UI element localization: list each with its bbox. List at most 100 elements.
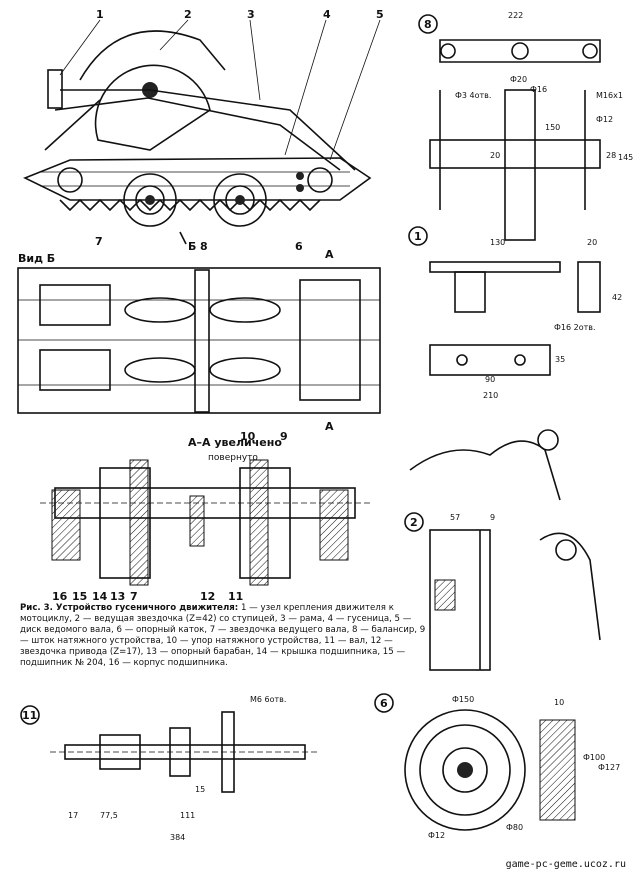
dim-111: 111 <box>180 811 195 820</box>
dim-17: 17 <box>68 811 78 820</box>
section-aa: А–А увеличено повернуто 16 15 14 13 7 12… <box>40 436 370 603</box>
caption-title: Рис. 3. Устройство гусеничного движителя… <box>20 603 239 613</box>
drum <box>99 467 151 579</box>
detail-8-marker <box>418 14 438 34</box>
callout-14: 14 <box>92 590 108 603</box>
mount-block <box>454 271 486 313</box>
dim-77-5: 77,5 <box>100 811 118 820</box>
detail-1: 1 130 20 42 Ф16 2отв. 35 90 210 <box>408 226 622 400</box>
road-wheel-1-hub <box>135 185 165 215</box>
drive-sprocket <box>94 64 211 151</box>
detail-2: 2 57 9 <box>404 512 495 671</box>
callout-1: 1 <box>96 8 104 21</box>
front-disc-hole-2 <box>296 184 304 192</box>
callout-12: 12 <box>200 590 215 603</box>
track-teeth <box>59 198 321 212</box>
detail-6-marker <box>374 693 394 713</box>
sprocket-hub-hatch <box>434 579 456 611</box>
frame-top <box>60 89 356 171</box>
section-subtitle: повернуто <box>208 453 258 463</box>
road-wheel-1-center <box>145 195 155 205</box>
dim-35: 35 <box>555 355 565 364</box>
callout-11: 11 <box>228 590 243 603</box>
plan-balancer <box>194 269 210 413</box>
leader-5 <box>329 19 381 161</box>
arrow-b <box>179 231 187 245</box>
balancer-hole <box>440 43 456 59</box>
road-wheel-2-center <box>235 195 245 205</box>
dim-f12: Ф12 <box>428 831 445 840</box>
dim-f150: Ф150 <box>452 695 474 704</box>
drive-sprocket-section <box>189 495 205 547</box>
balancer-hole-2 <box>511 42 529 60</box>
rider-head <box>537 429 559 451</box>
detail-2-marker <box>404 512 424 532</box>
dim-145: 145 <box>618 153 633 162</box>
wheel-hub <box>442 747 488 793</box>
caption-text: 1 — узел крепления движителя к мотоциклу… <box>20 603 426 668</box>
dim-m16: М16х1 <box>596 91 623 100</box>
dim-20-b: 20 <box>587 238 597 247</box>
detail-1-marker <box>408 226 428 246</box>
mount-unit <box>47 69 63 109</box>
dim-57: 57 <box>450 513 460 522</box>
dim-f12: Ф12 <box>596 115 613 124</box>
view-b-title: Вид Б <box>18 252 55 265</box>
rear-disc <box>57 167 83 193</box>
dim-150: 150 <box>545 123 560 132</box>
dim-10: 10 <box>554 698 564 707</box>
rider-sketch <box>409 429 601 641</box>
leader-3 <box>249 19 261 101</box>
dim-28: 28 <box>606 151 616 160</box>
callout-4: 4 <box>323 8 331 21</box>
dim-f3: Ф3 4отв. <box>455 91 491 100</box>
dim-20: 20 <box>490 151 500 160</box>
strip-hole <box>456 354 468 366</box>
leader-1 <box>59 19 101 76</box>
dim-f16-2: Ф16 2отв. <box>554 323 596 332</box>
rider-sketch-outline <box>409 440 561 501</box>
plan-wheel-2 <box>124 357 196 383</box>
wheel-section <box>539 719 576 821</box>
detail-11: 11 М6 6отв. 77,5 111 17 384 15 <box>20 695 320 842</box>
callout-9: 9 <box>280 430 288 443</box>
front-disc-hole <box>296 172 304 180</box>
plan-block-2 <box>39 349 111 391</box>
balancer-axle <box>504 89 536 241</box>
dim-42: 42 <box>612 293 622 302</box>
frame-strut <box>44 99 101 151</box>
road-wheel-2-hub <box>225 185 255 215</box>
mount-plate <box>429 261 561 273</box>
track-outline <box>23 157 372 201</box>
balancer-beam <box>429 139 601 169</box>
front-disc <box>307 167 333 193</box>
arrow-b-label: Б <box>188 240 196 253</box>
dim-384: 384 <box>170 833 185 842</box>
sprocket-section-2 <box>249 459 269 586</box>
wheel-center <box>457 762 473 778</box>
callout-7-section: 7 <box>130 590 138 603</box>
mount-side <box>577 261 601 313</box>
detail-11-marker <box>20 705 40 725</box>
dim-90: 90 <box>485 375 495 384</box>
rider-sketch-outline-2 <box>539 532 601 641</box>
section-title: А–А увеличено <box>188 436 282 449</box>
dim-222: 222 <box>508 11 523 20</box>
section-a-top: А <box>325 248 334 261</box>
detail-1-number: 1 <box>414 230 422 243</box>
callout-3: 3 <box>247 8 255 21</box>
rider-head-2 <box>555 539 577 561</box>
chain <box>79 30 226 81</box>
frame-top-2 <box>54 97 341 171</box>
side-view: 1 2 3 4 5 7 6 Б <box>23 8 384 253</box>
callout-2: 2 <box>184 8 192 21</box>
dim-f80: Ф80 <box>506 823 523 832</box>
section-a-bottom: А <box>325 420 334 433</box>
balancer-part <box>439 39 601 63</box>
plan-wheel-3 <box>209 297 281 323</box>
sprocket-hub-part <box>429 529 491 671</box>
plan-view: Вид Б 8 А А 10 9 <box>17 240 381 443</box>
road-wheel-1 <box>123 173 177 227</box>
road-wheel-2 <box>213 173 267 227</box>
